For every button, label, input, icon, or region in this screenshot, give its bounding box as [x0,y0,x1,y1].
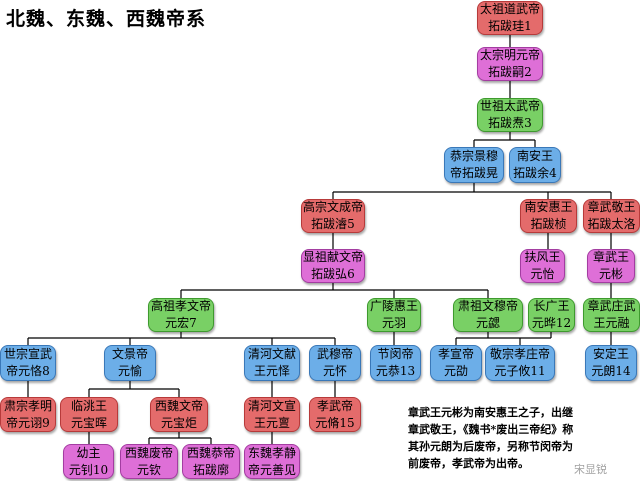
node-dongwei-xiaojing: 东魏孝静帝元善见 [244,444,300,479]
node-nanan-huiwang: 南安惠王拓跋桢 [520,199,577,233]
node-gaozu-xiaowen: 高祖孝文帝元宏7 [148,298,214,332]
node-shizong-xuanwu: 世宗宣武帝元恪8 [0,345,56,381]
diagram-title: 北魏、东魏、西魏帝系 [6,8,207,30]
node-suzong-xiaoming: 肃宗孝明帝元诩9 [0,397,56,432]
node-taizu-daowu: 太祖道武帝拓跋珪1 [477,1,543,35]
node-taizong-mingyuan: 太宗明元帝拓跋嗣2 [477,47,543,81]
node-qinghe-wenxian: 清河文献王元怿 [244,345,300,381]
note-line: 其孙元朗为后废帝，另称节闵帝为 [408,440,573,453]
annotation-note: 章武王元彬为南安惠王之子，出继 章武敬王，《魏书*废出三帝纪》称 其孙元朗为后废… [408,404,634,472]
node-jiemin-di: 节闵帝元恭13 [370,345,421,381]
node-zhangwu-wang: 章武王元彬 [587,249,635,283]
node-xiwei-gongdi: 西魏恭帝拓跋廓 [182,444,240,479]
note-line: 前废帝，孝武帝为出帝。 [408,457,529,470]
note-line: 章武王元彬为南安惠王之子，出继 [408,406,573,419]
node-guangling-huiwang: 广陵惠王元羽 [367,298,421,332]
node-anding-wang: 安定王元朗14 [585,345,637,381]
node-xiaowu-di: 孝武帝元脩15 [309,397,361,432]
node-fufeng-wang: 扶风王元怡 [520,249,565,283]
watermark-text: 宋显锐 [574,463,607,476]
node-gaozong-wencheng: 高宗文成帝拓跋濬5 [301,199,365,233]
node-jingzong-xiaozhuang: 敬宗孝庄帝元子攸11 [485,345,555,381]
node-suzu-wenmu: 肃祖文穆帝元勰 [453,298,523,332]
node-nanan-wang: 南安王拓跋余4 [509,147,561,183]
node-zhangwu-jingwang: 章武敬王拓跋太洛 [583,199,640,233]
note-line: 章武敬王，《魏书*废出三帝纪》称 [408,423,574,436]
node-xianzu-xianwen: 显祖献文帝拓跋弘6 [301,249,365,283]
node-xiwei-wendi: 西魏文帝元宝炬 [150,397,208,432]
node-youzhu: 幼主元钊10 [63,444,114,479]
node-xiaoxuan-di: 孝宣帝元劭 [430,345,482,381]
node-changguang-wang: 长广王元晔12 [528,298,575,332]
node-qinghe-wenxuan: 清河文宣王元亶 [244,397,300,432]
node-zhangwu-zhuangwu: 章武庄武王元融 [583,298,640,332]
node-lintao-wang: 临洮王元宝晖 [60,397,118,432]
node-wumu-di: 武穆帝元怀 [309,345,361,381]
node-shizu-taiwu: 世祖太武帝拓跋焘3 [477,98,543,132]
node-wenjing-di: 文景帝元愉 [104,345,156,381]
node-xiwei-feidi: 西魏废帝元钦 [120,444,178,479]
node-gongzong-jingmu: 恭宗景穆帝拓跋晃 [444,147,504,183]
